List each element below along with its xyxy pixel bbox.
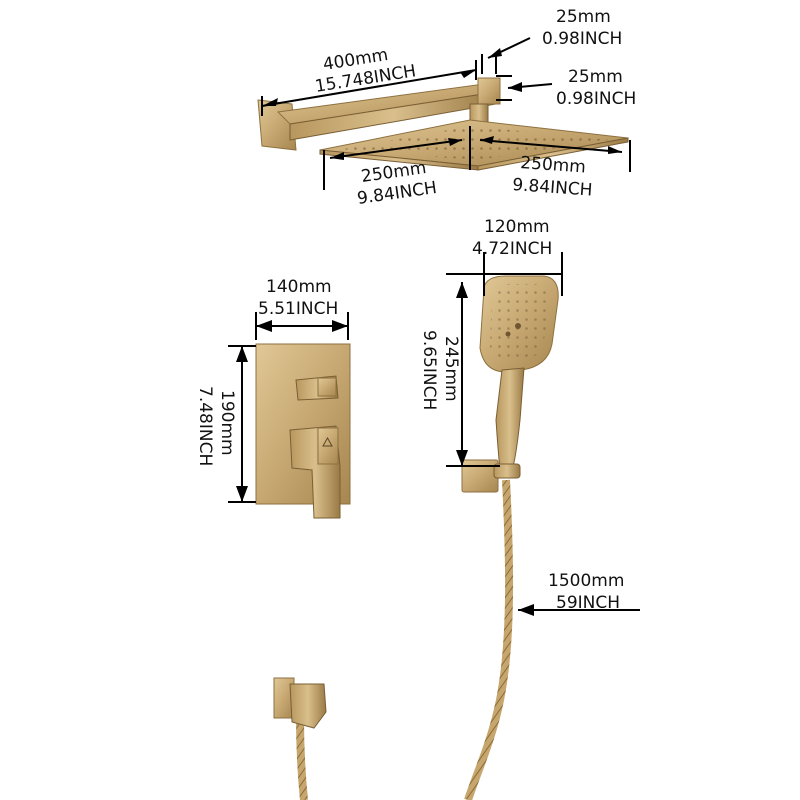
outlet-body [289, 683, 327, 729]
valve-width-inch: 5.51INCH [258, 299, 338, 319]
handheld-width-inch: 4.72INCH [472, 239, 552, 259]
rain-shower-head-nozzles [338, 126, 610, 160]
dim-arm-width: 25mm 0.98INCH [481, 7, 622, 74]
handheld-length-mm: 245mm [441, 336, 461, 402]
arm-end-block [477, 77, 501, 105]
handheld-shower [461, 275, 559, 493]
wall-outlet-elbow [273, 677, 327, 729]
shower-hose [296, 479, 514, 800]
brand-logo-icon [322, 436, 333, 447]
rain-shower-assembly [257, 77, 629, 171]
valve-width-mm: 140mm [266, 277, 332, 297]
hose-length-inch: 59INCH [556, 593, 620, 613]
hose-tube [464, 479, 514, 800]
dim-valve-height: 190mm 7.48INCH [195, 345, 256, 503]
dim-valve-width: 140mm 5.51INCH [255, 277, 349, 340]
center-nozzle [515, 323, 521, 329]
hose-length-mm: 1500mm [548, 571, 624, 591]
arm-height-mm: 25mm [568, 67, 623, 87]
handheld-width-mm: 120mm [484, 217, 550, 237]
valve-height-mm: 190mm [217, 390, 237, 456]
mixing-valve [255, 343, 351, 519]
center-nozzle-2 [505, 331, 511, 337]
holder-clip [493, 463, 521, 479]
dim-arm-height: 25mm 0.98INCH [496, 67, 636, 109]
dim-hose-length: 1500mm 59INCH [518, 571, 640, 616]
hose-tube-2 [296, 717, 308, 800]
handheld-holder [461, 459, 499, 493]
dim-arm-length: 400mm 15.748INCH [261, 45, 477, 116]
dim-handheld-width: 120mm 4.72INCH [446, 217, 563, 296]
handheld-length-inch: 9.65INCH [419, 330, 439, 410]
arm-width-inch: 0.98INCH [542, 29, 622, 49]
head-right-mm: 250mm [520, 153, 587, 178]
dim-handheld-length: 245mm 9.65INCH [419, 282, 500, 467]
head-right-inch: 9.84INCH [512, 175, 593, 201]
handheld-face [490, 284, 550, 362]
handheld-handle [495, 367, 525, 471]
valve-height-inch: 7.48INCH [195, 386, 215, 466]
diverter-knob-front [317, 377, 337, 397]
arm-height-inch: 0.98INCH [556, 89, 636, 109]
arm-width-mm: 25mm [556, 7, 611, 27]
